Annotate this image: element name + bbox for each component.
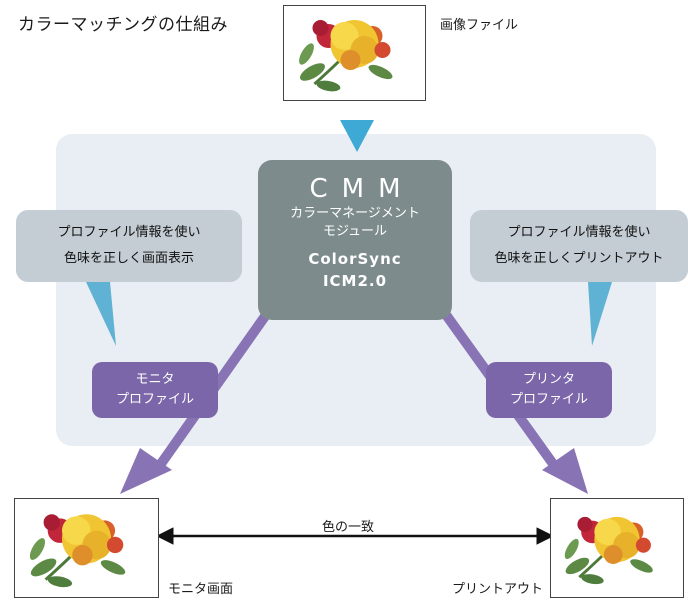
printer-output-label: プリントアウト [452, 582, 544, 597]
monitor-profile-box: モニタ プロファイル [92, 362, 218, 418]
flower-image-icon [299, 20, 393, 92]
image-file-photo [283, 5, 426, 101]
monitor-info-bubble: プロファイル情報を使い 色味を正しく画面表示 [16, 210, 242, 282]
printer-bubble-line1: プロファイル情報を使い [507, 225, 651, 240]
monitor-bubble-line2: 色味を正しく画面表示 [63, 251, 194, 266]
printer-profile-box: プリンタ プロファイル [486, 362, 612, 418]
monitor-bubble-line1: プロファイル情報を使い [57, 225, 201, 240]
cmm-to-monitor-arrowhead [120, 448, 172, 494]
cmm-product-icm: ICM2.0 [322, 272, 388, 290]
printer-info-bubble: プロファイル情報を使い 色味を正しくプリントアウト [470, 210, 688, 282]
cmm-product-colorsync: ColorSync [308, 250, 402, 268]
flower-image-icon [29, 514, 126, 588]
monitor-output-photo [14, 498, 159, 598]
printer-profile-line1: プリンタ [522, 372, 575, 387]
image-file-label: 画像ファイル [440, 18, 519, 33]
monitor-profile-line1: モニタ [135, 372, 175, 387]
printer-output-photo [550, 498, 684, 598]
monitor-output-label: モニタ画面 [168, 582, 234, 597]
cmm-module-box: CMM カラーマネージメント モジュール ColorSync ICM2.0 [258, 160, 452, 320]
cmm-abbreviation: CMM [309, 174, 415, 204]
printer-profile-line2: プロファイル [509, 392, 588, 407]
printer-bubble-line2: 色味を正しくプリントアウト [494, 251, 664, 266]
cmm-to-printer-arrowhead [542, 448, 588, 494]
input-arrow [340, 120, 374, 152]
cmm-name-line1: カラーマネージメント [290, 206, 420, 221]
printer-bubble-tail [588, 282, 612, 346]
color-match-label: 色の一致 [322, 520, 375, 535]
monitor-profile-line2: プロファイル [115, 392, 194, 407]
cmm-name-line2: モジュール [322, 224, 388, 239]
diagram-title: カラーマッチングの仕組み [18, 15, 228, 35]
flower-image-icon [564, 516, 653, 585]
monitor-bubble-tail [86, 282, 116, 346]
